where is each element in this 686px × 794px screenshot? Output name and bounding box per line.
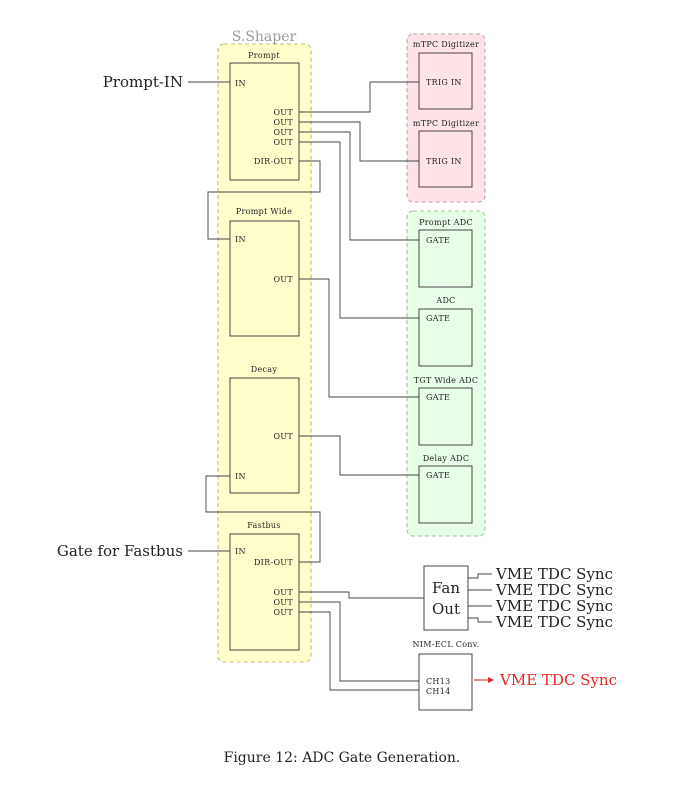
tgt-wide-adc-title: TGT Wide ADC [414, 376, 479, 385]
figure-caption: Figure 12: ADC Gate Generation. [224, 750, 461, 766]
prompt-adc-module [418, 229, 473, 288]
wire-prompt-to-mtpc1 [299, 81, 419, 113]
prompt-adc-title: Prompt ADC [419, 218, 473, 227]
nimecl-module [418, 653, 473, 711]
mtpc-group [406, 33, 486, 203]
prompt-out-port-4: OUT [273, 138, 293, 147]
mtpc2-title: mTPC Digitizer [413, 119, 479, 128]
mtpc1-title: mTPC Digitizer [413, 40, 479, 49]
mtpc1-trig-port: TRIG IN [426, 78, 462, 87]
mtpc2-trig-port: TRIG IN [426, 157, 462, 166]
mtpc1-module [418, 52, 473, 110]
wire-fastbus-to-ch14 [299, 611, 419, 691]
shaper-group [217, 43, 312, 663]
prompt-out-port-1: OUT [273, 108, 293, 117]
fanout-label-1: Fan [432, 579, 460, 597]
tgt-wide-adc-gate-port: GATE [426, 393, 450, 402]
fastbus-out-port-3: OUT [273, 608, 293, 617]
shaper-group-label: S.Shaper [232, 29, 297, 45]
gate-fastbus-label: Gate for Fastbus [57, 542, 183, 560]
vme-sync-label-3: VME TDC Sync [495, 597, 613, 615]
fanout-label-2: Out [432, 600, 460, 618]
adc-gate-port: GATE [426, 314, 450, 323]
wire-fastbus-to-ch13 [299, 601, 419, 682]
wire-fanout-out-4 [468, 617, 492, 623]
fastbus-in-port: IN [235, 547, 246, 556]
prompt-title: Prompt [248, 51, 280, 60]
adc-module [418, 308, 473, 367]
nimecl-ch14-port: CH14 [426, 687, 450, 696]
nimecl-title: NIM-ECL Conv. [413, 640, 480, 649]
prompt-in-label: Prompt-IN [103, 73, 183, 91]
tgt-wide-adc-module [418, 387, 473, 446]
decay-module [229, 377, 300, 494]
prompt-out-port-2: OUT [273, 118, 293, 127]
prompt-wide-out-port: OUT [273, 275, 293, 284]
vme-sync-label-1: VME TDC Sync [495, 565, 613, 583]
prompt-in-port: IN [235, 79, 246, 88]
prompt-adc-gate-port: GATE [426, 236, 450, 245]
prompt-wide-in-port: IN [235, 235, 246, 244]
decay-in-port: IN [235, 472, 246, 481]
wire-prompt-dirout-to-prompt-wide [207, 160, 321, 240]
delay-adc-module [418, 465, 473, 524]
prompt-wide-title: Prompt Wide [236, 207, 292, 216]
fastbus-out-port-2: OUT [273, 598, 293, 607]
vme-sync-label-2: VME TDC Sync [495, 581, 613, 599]
wire-decay-to-delay-adc [299, 435, 419, 476]
wire-prompt-to-adc [299, 141, 419, 319]
fastbus-title: Fastbus [247, 521, 281, 530]
wire-prompt-wide-to-tgt-adc [299, 278, 419, 398]
wire-fanout-out-1 [468, 573, 492, 579]
prompt-dirout-port: DIR-OUT [254, 157, 293, 166]
decay-title: Decay [251, 365, 278, 374]
fastbus-dirout-port: DIR-OUT [254, 558, 293, 567]
wire-fastbus-dirout-to-decay [205, 475, 321, 563]
mtpc2-module [418, 130, 473, 188]
adc-group [406, 210, 486, 537]
wire-prompt-to-mtpc2 [299, 121, 419, 162]
wire-fastbus-to-fanout [299, 591, 424, 599]
prompt-wide-module [229, 220, 300, 337]
decay-out-port: OUT [273, 432, 293, 441]
delay-adc-title: Delay ADC [423, 454, 470, 463]
red-arrow-head-icon [488, 677, 494, 683]
fastbus-out-port-1: OUT [273, 588, 293, 597]
fanout-module [423, 565, 469, 631]
vme-sync-label-4: VME TDC Sync [495, 613, 613, 631]
delay-adc-gate-port: GATE [426, 471, 450, 480]
vme-sync-red-label: VME TDC Sync [499, 671, 617, 689]
prompt-module [229, 62, 300, 181]
prompt-out-port-3: OUT [273, 128, 293, 137]
wire-prompt-to-prompt-adc [299, 131, 419, 241]
nimecl-ch13-port: CH13 [426, 677, 450, 686]
adc-title: ADC [435, 296, 455, 305]
